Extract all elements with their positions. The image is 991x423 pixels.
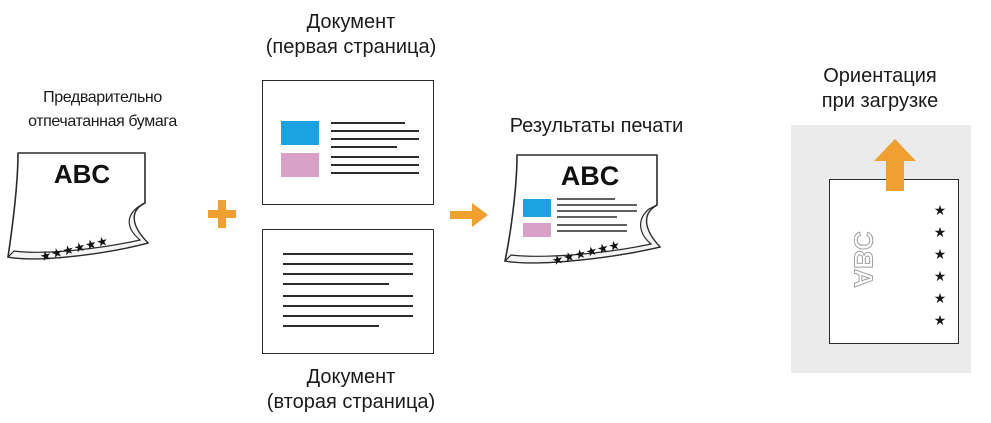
document-second-label: Документ (вторая страница) [228, 365, 474, 415]
loading-label-line1: Ориентация [823, 65, 937, 87]
preprinted-paper-sheet: ABC ★★★★★★ [6, 152, 150, 265]
loading-label-line2: при загрузке [821, 90, 939, 112]
preprinted-label-line1: Предварительно [43, 89, 162, 106]
star-icon: ★ [933, 291, 947, 307]
star-icon: ★ [933, 203, 947, 219]
text-lines [283, 253, 413, 327]
document-first-label: Документ (первая страница) [228, 10, 474, 60]
preprinted-label-line2: отпечатанная бумага [28, 113, 177, 130]
loaded-stars: ★ ★ ★ ★ ★ ★ [930, 200, 950, 332]
document-second-page [262, 229, 434, 354]
loaded-sheet-text: ABC [848, 231, 879, 288]
loading-orientation-panel: ABC ★ ★ ★ ★ ★ ★ [791, 125, 971, 373]
blue-image-block [281, 121, 319, 145]
star-icon: ★ [933, 247, 947, 263]
document-first-label-line1: Документ [306, 11, 396, 33]
document-second-label-line1: Документ [306, 366, 396, 388]
preprinted-sheet-text: ABC [54, 159, 111, 189]
result-sheet-text: ABC [561, 161, 620, 191]
result-label: Результаты печати [509, 115, 684, 137]
loaded-paper-sheet: ABC ★ ★ ★ ★ ★ ★ [829, 179, 959, 344]
right-arrow-icon [450, 203, 488, 227]
document-second-label-line2: (вторая страница) [266, 391, 436, 413]
star-icon: ★ [933, 225, 947, 241]
loaded-sheet-text-container: ABC [836, 230, 886, 290]
print-result-sheet: ABC ★★★★★★ [503, 154, 662, 269]
star-icon: ★ [933, 269, 947, 285]
text-lines [331, 122, 419, 174]
preprinted-paper-label: Предварительно отпечатанная бумага [0, 86, 205, 134]
up-arrow-icon [874, 139, 916, 191]
star-icon: ★ [933, 313, 947, 329]
document-first-label-line2: (первая страница) [265, 36, 437, 58]
document-first-page [262, 80, 434, 205]
pink-image-block [281, 153, 319, 177]
loading-orientation-label: Ориентация при загрузке [790, 64, 970, 114]
plus-icon [208, 200, 236, 228]
